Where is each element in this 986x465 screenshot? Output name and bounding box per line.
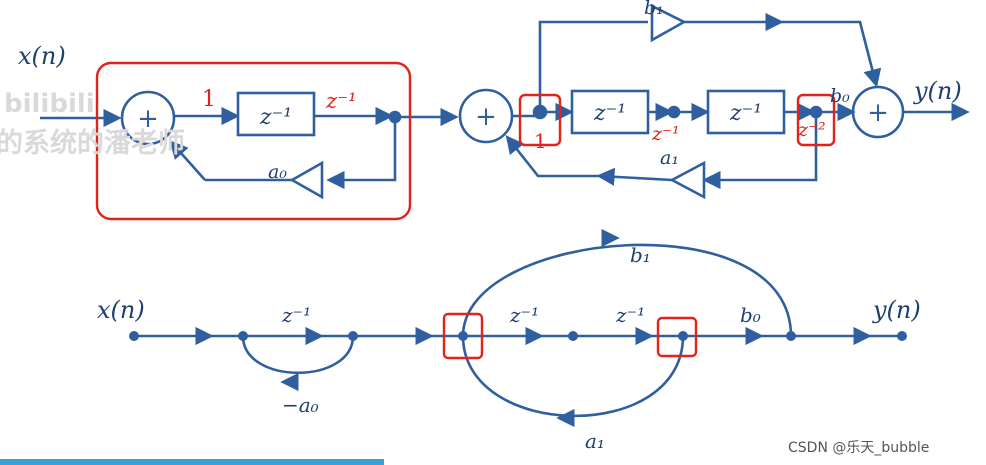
fg-node-1 [238, 331, 248, 341]
branch-a1-arc [461, 335, 685, 418]
flow-zinv-3-label: z⁻¹ [615, 303, 645, 327]
fg-node-4 [568, 331, 578, 341]
fg-node-6 [786, 331, 796, 341]
flow-input-label: x(n) [97, 296, 145, 324]
block-diagram [40, 3, 970, 200]
branch-neg-a0-arc [241, 335, 355, 374]
flow-b0-label: b₀ [740, 303, 761, 327]
flow-output-label: y(n) [872, 296, 921, 324]
flow-zinv-1-label: z⁻¹ [281, 303, 311, 327]
gain-b0-label: b₀ [830, 85, 850, 107]
annotation-1-node-w1: 1 [534, 129, 547, 153]
delay-block-1 [236, 91, 316, 137]
flow-graph-nodes [129, 331, 907, 341]
flow-zinv-2-label: z⁻¹ [509, 303, 539, 327]
fg-node-3 [458, 331, 468, 341]
watermark-line2: 的系统的潘老师 [0, 127, 185, 159]
fg-node-input [129, 331, 139, 341]
gain-a1-label: a₁ [660, 147, 679, 169]
highlight-box-node-w1 [518, 93, 562, 147]
fg-node-5 [678, 331, 688, 341]
footer-credit: CSDN @乐天_bubble [788, 440, 929, 456]
fg-node-2 [348, 331, 358, 341]
watermark-line1: bilibili [4, 89, 95, 119]
flow-a1-label: a₁ [585, 429, 605, 453]
highlight-box-first-section [95, 61, 412, 221]
gain-a0-label: a₀ [268, 161, 287, 183]
node-w3 [809, 105, 823, 119]
delay-1-label: z⁻¹ [259, 105, 292, 130]
highlight-box-node-w3 [796, 93, 836, 147]
annotation-zinv-node-w2: z⁻¹ [651, 123, 680, 145]
signal-flow-graph [134, 228, 902, 428]
flow-neg-a0-label: −a₀ [282, 393, 319, 417]
annotation-1-first: 1 [202, 87, 216, 112]
highlight-box-fg-node-5 [656, 316, 698, 358]
flow-b1-label: b₁ [630, 243, 651, 267]
adder-2-symbol: + [475, 102, 497, 132]
block-output-label: y(n) [913, 77, 962, 105]
gain-a1-triangle [669, 160, 706, 200]
fg-node-output [897, 331, 907, 341]
footer-bar [0, 459, 384, 465]
annotation-zinv2-node-w3: z⁻² [797, 119, 826, 141]
adder-out-symbol: + [867, 98, 889, 128]
gain-b1-triangle [650, 3, 687, 43]
adder-1 [120, 90, 176, 146]
block-input-label: x(n) [18, 42, 66, 70]
gain-b1-label: b₁ [644, 0, 664, 19]
node-w1 [532, 104, 548, 120]
delay-2-label: z⁻¹ [593, 101, 626, 126]
adder-1-symbol: + [137, 104, 159, 134]
delay-3-label: z⁻¹ [729, 101, 762, 126]
gain-a0-triangle [289, 160, 324, 200]
branch-b1-arc [461, 243, 793, 337]
annotation-zinv-first: z⁻¹ [325, 89, 357, 113]
highlight-box-fg-node-3 [442, 312, 484, 360]
highlight-group-bottom [442, 312, 698, 360]
node-w2 [667, 105, 681, 119]
highlight-group-top [95, 61, 836, 221]
